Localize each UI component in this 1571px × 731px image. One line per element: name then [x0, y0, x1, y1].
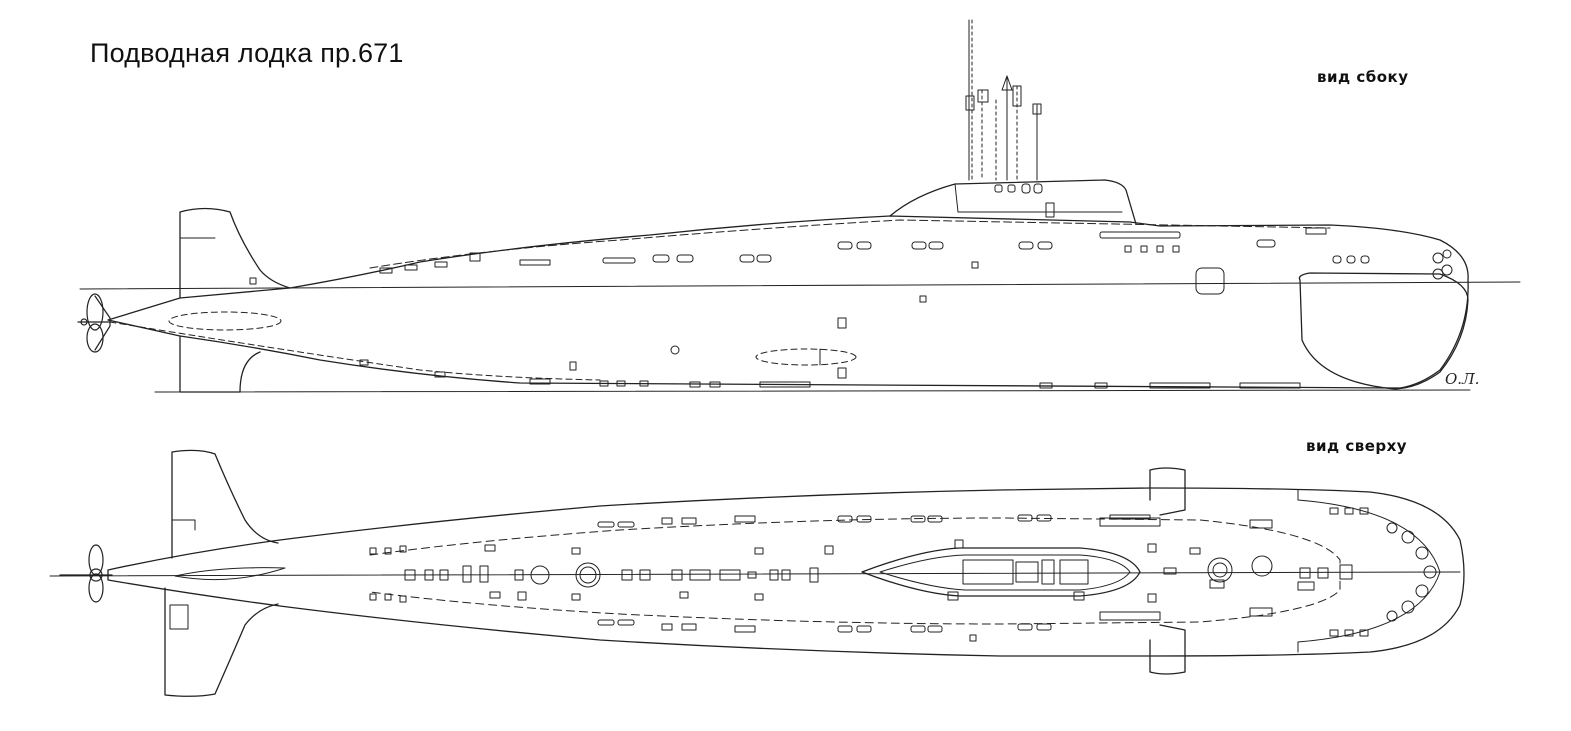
top-upper-fittings	[369, 507, 1369, 555]
top-deck-hatches	[404, 562, 1353, 588]
top-centerline	[49, 571, 1461, 577]
side-torpedo-tubes	[1432, 249, 1453, 280]
top-lower-stabilizer	[164, 587, 279, 697]
top-view	[49, 449, 1465, 697]
side-upper-rudder	[179, 207, 291, 299]
side-sail-windows	[994, 183, 1055, 218]
side-keel-line	[109, 321, 601, 381]
side-sail-base	[954, 183, 959, 213]
top-propeller	[59, 544, 113, 603]
top-aft-tank	[174, 567, 286, 581]
side-keel-fittings	[434, 371, 1301, 389]
side-tank-aft	[168, 311, 282, 331]
top-lower-fittings	[369, 579, 1369, 642]
side-hull-fittings	[359, 231, 1370, 379]
side-signature: О.Л.	[1445, 370, 1479, 388]
side-view: О.Л.	[77, 19, 1521, 393]
top-sail-hatch	[962, 559, 1014, 585]
drawing-title: Подводная лодка пр.671	[90, 38, 404, 68]
top-upper-stabilizer	[171, 449, 279, 559]
top-bow-plane-lower	[1149, 624, 1186, 675]
top-hull-outline	[107, 487, 1465, 657]
side-sail	[889, 179, 1137, 225]
side-deck-fittings	[379, 227, 1327, 274]
top-view-label: вид сверху	[1306, 437, 1408, 455]
side-view-label: вид сбоку	[1317, 68, 1409, 86]
side-waterline	[79, 281, 1521, 290]
side-tank-mid	[755, 348, 857, 366]
top-sail	[861, 547, 1141, 597]
side-lower-rudder	[179, 335, 261, 393]
side-masts	[965, 19, 1042, 181]
top-bow-plane-upper	[1149, 467, 1186, 516]
side-deck-line	[369, 219, 1331, 269]
top-torpedo-tubes	[1207, 522, 1437, 622]
side-hull-outline	[107, 215, 1469, 389]
side-propeller	[77, 293, 111, 353]
side-baseline	[154, 389, 1471, 393]
side-sonar-dome	[1298, 272, 1469, 390]
